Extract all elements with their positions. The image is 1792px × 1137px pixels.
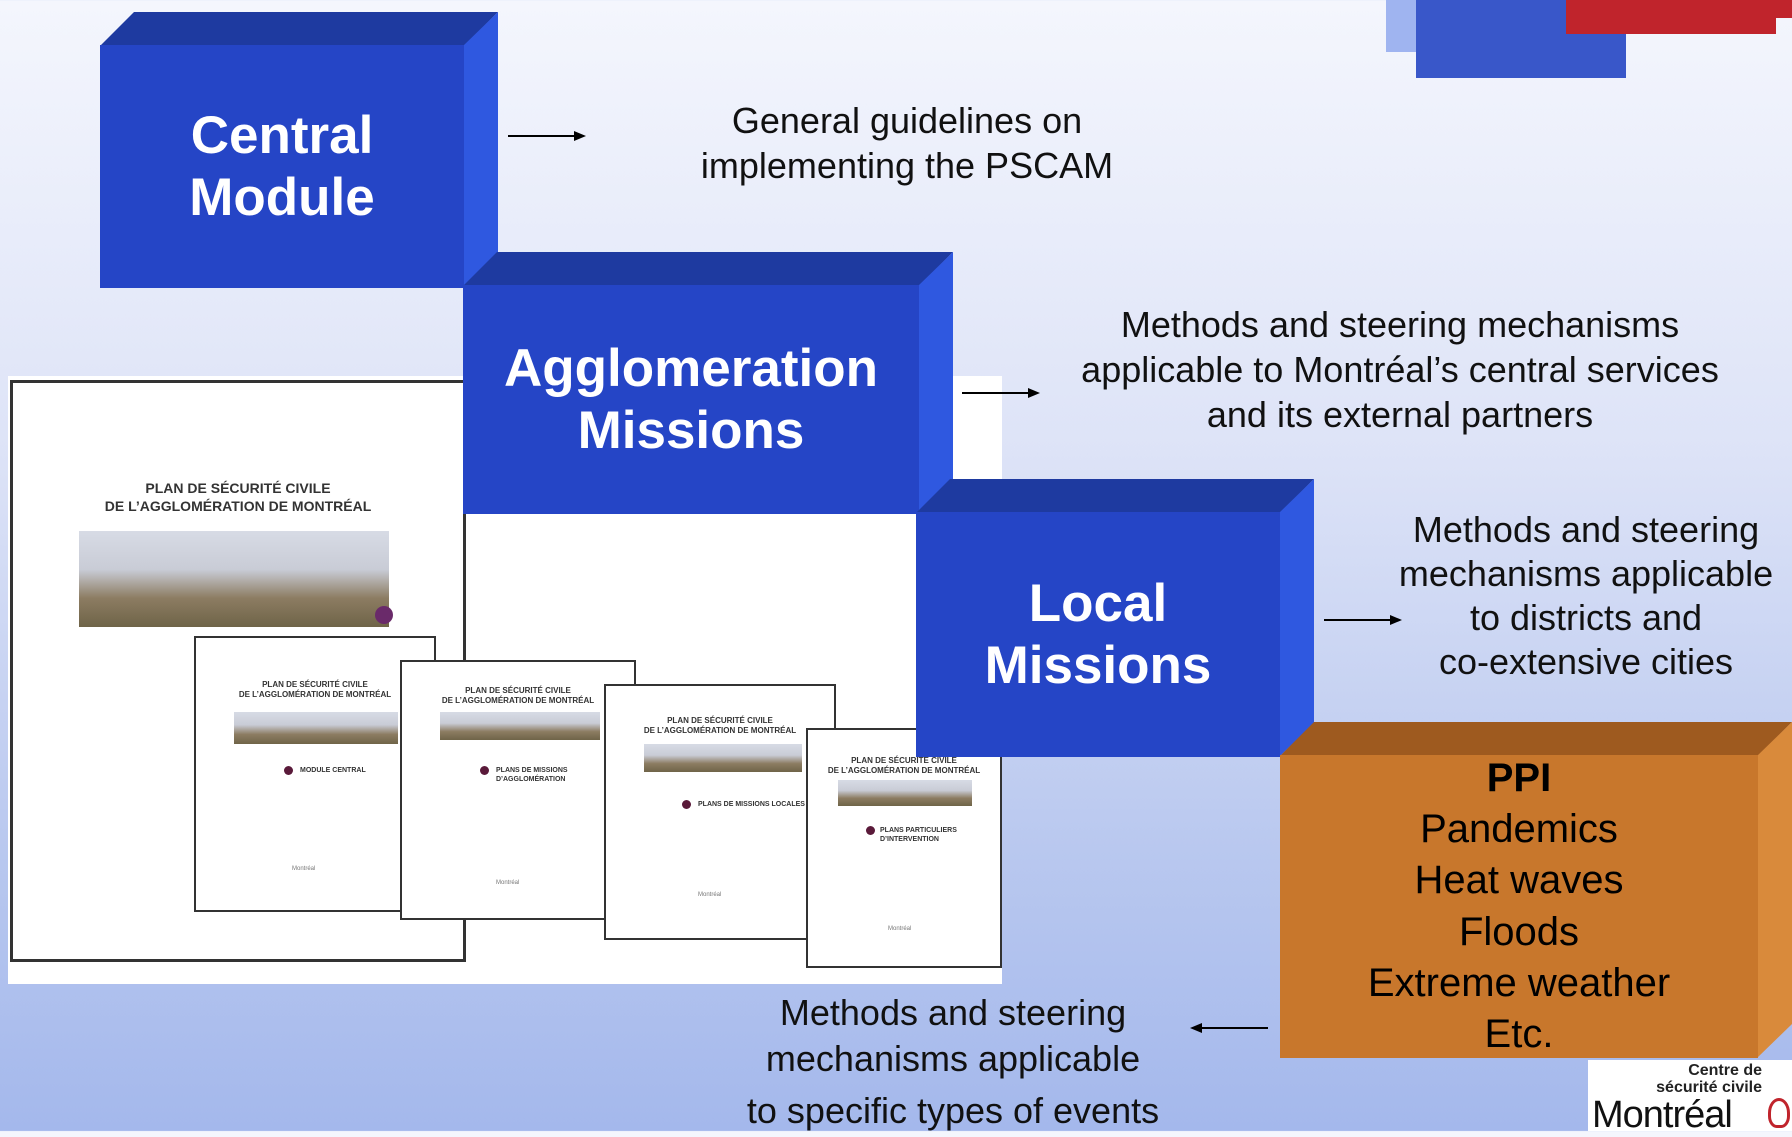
- corner-decoration: [1386, 0, 1792, 78]
- document-main-title: PLAN DE SÉCURITÉ CIVILE DE L’AGGLOMÉRATI…: [104, 480, 372, 515]
- document-footer: Montréal: [698, 892, 722, 898]
- ppi-item: Etc.: [1484, 1011, 1554, 1056]
- skyline-photo: [644, 744, 802, 772]
- logo-line3: Montréal: [1592, 1094, 1733, 1136]
- document-label: PLANS DE MISSIONS LOCALES: [698, 801, 805, 808]
- block-agglomeration-missions: Agglomeration Missions: [463, 252, 953, 514]
- document-footer: Montréal: [292, 866, 316, 872]
- block-title-line1: Local: [1028, 573, 1168, 633]
- document-label: PLANS PARTICULIERS D’INTERVENTION: [880, 827, 957, 844]
- block-central-module: Central Module: [100, 12, 498, 288]
- block-local-missions: Local Missions: [916, 479, 1314, 757]
- skyline-photo: [440, 712, 600, 740]
- ppi-item: Extreme weather: [1367, 960, 1671, 1005]
- logo-line1: Centre de: [1688, 1062, 1762, 1079]
- skyline-photo: [79, 531, 389, 627]
- description-ppi: Methods and steering mechanisms applicab…: [746, 992, 1160, 1132]
- document-label: PLANS DE MISSIONS D’AGGLOMÉRATION: [496, 767, 568, 784]
- document-footer: Montréal: [496, 880, 520, 886]
- block-title-line1: Agglomeration: [504, 338, 878, 398]
- arrow-left-icon: [1190, 1022, 1268, 1034]
- ppi-item: Floods: [1458, 909, 1580, 954]
- document-plans-locales: PLAN DE SÉCURITÉ CIVILE DE L’AGGLOMÉRATI…: [604, 684, 836, 940]
- document-plans-particuliers: PLAN DE SÉCURITÉ CIVILE DE L’AGGLOMÉRATI…: [806, 728, 1002, 968]
- bullet-icon: [682, 800, 691, 809]
- logo-centre-securite-civile: Centre de sécurité civile Montréal: [1588, 1060, 1792, 1136]
- description-central: General guidelines on implementing the P…: [700, 100, 1114, 186]
- skyline-photo: [838, 780, 972, 806]
- arrow-right-icon: [1324, 614, 1402, 626]
- logo-mark-icon: [1768, 1098, 1790, 1128]
- block-title-line2: Module: [189, 167, 375, 227]
- ppi-title: PPI: [1486, 755, 1552, 800]
- bullet-icon: [480, 766, 489, 775]
- ppi-item: Pandemics: [1420, 807, 1618, 852]
- block-title-line2: Missions: [984, 635, 1212, 695]
- ppi-item: Heat waves: [1414, 858, 1624, 903]
- arrow-right-icon: [962, 387, 1040, 399]
- bullet-icon: [866, 826, 875, 835]
- block-title-line1: Central: [190, 105, 374, 165]
- logo-line2: sécurité civile: [1656, 1079, 1762, 1096]
- bullet-icon: [284, 766, 293, 775]
- block-ppi: PPI Pandemics Heat waves Floods Extreme …: [1280, 722, 1792, 1058]
- emblem-icon: [375, 606, 393, 624]
- document-module-central: PLAN DE SÉCURITÉ CIVILE DE L’AGGLOMÉRATI…: [194, 636, 436, 912]
- document-label: MODULE CENTRAL: [300, 767, 366, 774]
- document-plans-agglomeration: PLAN DE SÉCURITÉ CIVILE DE L’AGGLOMÉRATI…: [400, 660, 636, 920]
- block-title-line2: Missions: [577, 400, 805, 460]
- skyline-photo: [234, 712, 398, 744]
- arrow-right-icon: [508, 130, 586, 142]
- document-footer: Montréal: [888, 926, 912, 932]
- description-local: Methods and steering mechanisms applicab…: [1398, 509, 1774, 682]
- description-agglomeration: Methods and steering mechanisms applicab…: [1081, 304, 1719, 435]
